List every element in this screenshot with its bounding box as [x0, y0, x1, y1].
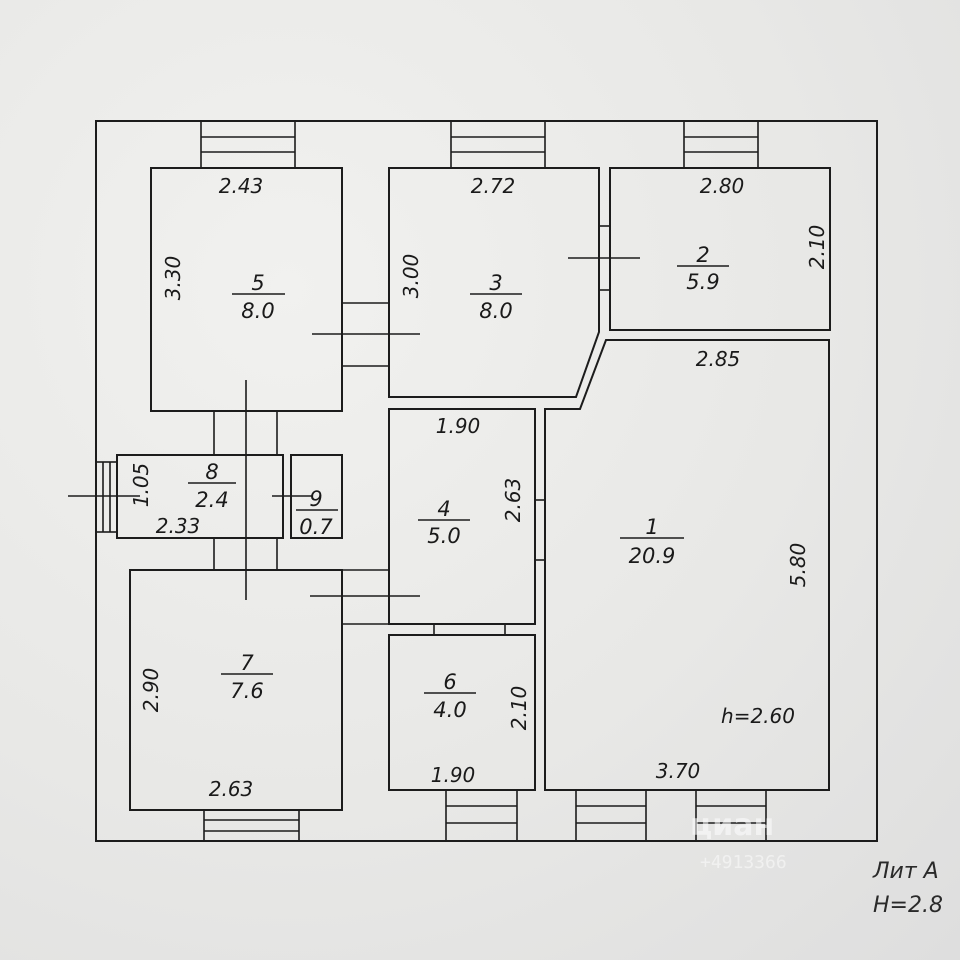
passage-5-3 [312, 302, 420, 367]
room-1-outline [544, 339, 830, 791]
room-1-area: 20.9 [629, 544, 676, 568]
room-4-dim-top: 1.90 [436, 414, 481, 438]
window-top-2 [450, 120, 546, 169]
room-8-area: 2.4 [195, 488, 228, 512]
room-2-number: 2 [696, 243, 709, 267]
room-5-dim-top: 2.43 [219, 174, 264, 198]
watermark-logo: циан [690, 808, 774, 843]
passage-4-1 [535, 499, 545, 561]
room-4-area: 5.0 [427, 524, 460, 548]
room-6-number: 6 [443, 670, 456, 694]
room-2-area: 5.9 [686, 270, 719, 294]
window-top-1 [200, 120, 296, 169]
room-5-dim-left: 3.30 [161, 256, 185, 301]
passage-5-8 [213, 380, 278, 600]
room-5-number: 5 [251, 271, 264, 295]
passage-4-6 [433, 624, 506, 635]
room-4-dim-right: 2.63 [501, 478, 525, 523]
window-left [95, 461, 118, 533]
room-4-number: 4 [437, 497, 450, 521]
room-2-dim-right: 2.10 [805, 225, 829, 270]
ceiling-height: h=2.60 [721, 704, 795, 728]
passage-7-4 [310, 569, 420, 625]
room-5-area: 8.0 [241, 299, 274, 323]
room-3-dim-top: 2.72 [471, 174, 516, 198]
passage-8-7 [213, 538, 278, 570]
lit-label: Лит А [872, 859, 939, 884]
room-8-dim-left: 1.05 [129, 463, 153, 508]
room-6-dim-bottom: 1.90 [431, 763, 476, 787]
room-8-number: 8 [205, 460, 218, 484]
watermark-id: +4913366 [700, 852, 787, 873]
room-3-dim-left: 3.00 [399, 254, 423, 299]
room-6-dim-right: 2.10 [507, 686, 531, 731]
room-2-dim-top: 2.80 [700, 174, 745, 198]
window-bottom-3 [575, 789, 647, 842]
room-1-dim-right: 5.80 [786, 543, 810, 588]
passage-3-2 [568, 225, 640, 291]
window-top-3 [683, 120, 759, 169]
room-3-outline [388, 167, 600, 398]
room-4-outline [388, 408, 536, 625]
room-3-area: 8.0 [479, 299, 512, 323]
room-1-number: 1 [645, 515, 658, 539]
room-9-number: 9 [309, 487, 322, 511]
room-7-number: 7 [240, 651, 254, 675]
room-8-dim-bottom: 2.33 [156, 514, 201, 538]
building-height: H=2.8 [873, 893, 943, 918]
window-bottom-1 [203, 809, 300, 842]
room-1-dim-top: 2.85 [696, 347, 741, 371]
window-bottom-2 [445, 789, 518, 842]
room-7-dim-bottom: 2.63 [209, 777, 254, 801]
room-7-dim-left: 2.90 [139, 668, 163, 713]
window-bottom-4 [695, 789, 767, 842]
room-6-area: 4.0 [433, 698, 466, 722]
room-9-area: 0.7 [299, 515, 333, 539]
room-3-number: 3 [489, 271, 502, 295]
room-7-area: 7.6 [230, 679, 263, 703]
room-1-dim-bottom: 3.70 [656, 759, 701, 783]
